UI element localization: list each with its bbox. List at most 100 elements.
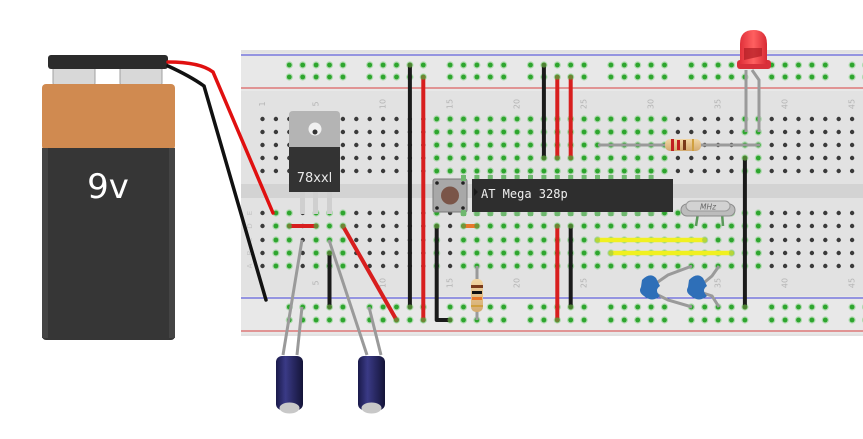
- breadboard-hole: [769, 317, 775, 323]
- breadboard-hole: [461, 168, 466, 174]
- breadboard-hole: [849, 129, 855, 135]
- breadboard-hole: [702, 155, 707, 161]
- breadboard-hole: [608, 223, 614, 229]
- column-label: 40: [781, 278, 790, 288]
- breadboard-hole: [648, 116, 654, 122]
- breadboard-hole: [581, 116, 587, 122]
- breadboard-hole: [849, 317, 855, 323]
- bottom-rail-strip: [241, 296, 863, 334]
- breadboard-hole: [608, 116, 614, 122]
- breadboard-hole: [822, 317, 828, 323]
- breadboard-hole: [715, 237, 721, 243]
- breadboard-hole: [648, 62, 654, 68]
- breadboard-hole: [702, 168, 707, 174]
- column-label: 20: [513, 278, 522, 288]
- breadboard-hole: [260, 129, 265, 135]
- red-jumper-regulator-out-end: [340, 223, 346, 229]
- breadboard-hole: [849, 304, 855, 310]
- breadboard-hole: [581, 237, 587, 243]
- breadboard-hole: [782, 250, 788, 256]
- breadboard-hole: [501, 62, 507, 68]
- chip-pin: [474, 210, 480, 216]
- breadboard-hole: [836, 237, 841, 243]
- chip-pins: [461, 175, 654, 216]
- breadboard-hole: [514, 155, 520, 161]
- breadboard-hole: [755, 168, 761, 174]
- red-wire-rail-link-left-end: [420, 317, 426, 323]
- breadboard-hole: [621, 116, 627, 122]
- breadboard-hole: [568, 317, 574, 323]
- resistor-2-body: [471, 279, 483, 312]
- breadboard-hole: [461, 263, 466, 269]
- breadboard-hole: [635, 223, 641, 229]
- breadboard-hole: [581, 223, 587, 229]
- breadboard-hole: [581, 74, 587, 80]
- breadboard-hole: [581, 263, 587, 269]
- led-die: [744, 48, 762, 60]
- breadboard-hole: [380, 317, 386, 323]
- breadboard-hole: [447, 142, 453, 148]
- resistor-2: [471, 279, 483, 312]
- breadboard-hole: [782, 142, 788, 148]
- breadboard-hole: [662, 304, 667, 310]
- yellow-jumper-crystal-2-end: [608, 250, 614, 256]
- breadboard-hole: [608, 263, 614, 269]
- breadboard-hole: [849, 250, 855, 256]
- breadboard-hole: [367, 116, 372, 122]
- breadboard-hole: [621, 168, 627, 174]
- red-jumper-top-vcc-1-end: [554, 74, 560, 80]
- breadboard-hole: [769, 263, 774, 269]
- black-wire-led-gnd-end: [742, 155, 748, 161]
- breadboard-hole: [286, 250, 292, 256]
- black-jumper-reset-end: [447, 317, 453, 323]
- breadboard-hole: [662, 62, 667, 68]
- breadboard-hole: [514, 142, 520, 148]
- breadboard-hole: [769, 116, 774, 122]
- regulator-label: 78xxl: [297, 171, 333, 186]
- red-wire-rail-link-left-end: [420, 74, 426, 80]
- breadboard-hole: [608, 155, 614, 161]
- orange-jumper-reset-end: [460, 223, 467, 229]
- breadboard-hole: [394, 250, 399, 256]
- breadboard-hole: [635, 304, 641, 310]
- breadboard-hole: [836, 250, 841, 256]
- breadboard-hole: [313, 62, 319, 68]
- column-label: 10: [379, 99, 388, 109]
- breadboard-hole: [340, 210, 346, 216]
- breadboard-hole: [769, 210, 774, 216]
- breadboard-hole: [541, 263, 547, 269]
- breadboard-hole: [340, 142, 346, 148]
- crystal-label: MHz: [700, 203, 717, 212]
- breadboard-hole: [528, 142, 533, 148]
- column-label: 10: [379, 278, 388, 288]
- breadboard-hole: [273, 237, 279, 243]
- breadboard-hole: [849, 168, 855, 174]
- breadboard-hole: [528, 62, 533, 68]
- chip-pin: [581, 175, 587, 181]
- breadboard-hole: [755, 223, 761, 229]
- breadboard-hole: [528, 168, 533, 174]
- column-label: 15: [446, 278, 455, 288]
- column-label: 40: [781, 99, 790, 109]
- breadboard-hole: [541, 237, 547, 243]
- breadboard-hole: [367, 129, 372, 135]
- red-jumper-top-vcc-2-end: [568, 155, 574, 161]
- pushbutton-corner: [435, 181, 439, 185]
- breadboard-hole: [487, 223, 493, 229]
- breadboard-hole: [729, 317, 734, 323]
- breadboard-hole: [367, 223, 372, 229]
- breadboard-hole: [809, 210, 815, 216]
- red-jumper-top-vcc-1-end: [554, 155, 560, 161]
- black-wire-rail-link-left-end: [407, 304, 413, 310]
- breadboard-hole: [823, 223, 828, 229]
- red-jumper-bottom-vcc-end: [554, 223, 560, 229]
- breadboard-hole: [300, 263, 305, 269]
- breadboard-hole: [273, 116, 279, 122]
- breadboard-hole: [635, 317, 641, 323]
- chip-pin: [501, 175, 507, 181]
- breadboard-hole: [380, 155, 386, 161]
- breadboard-hole: [380, 237, 386, 243]
- breadboard-hole: [447, 263, 453, 269]
- breadboard-hole: [729, 62, 734, 68]
- breadboard-hole: [487, 237, 493, 243]
